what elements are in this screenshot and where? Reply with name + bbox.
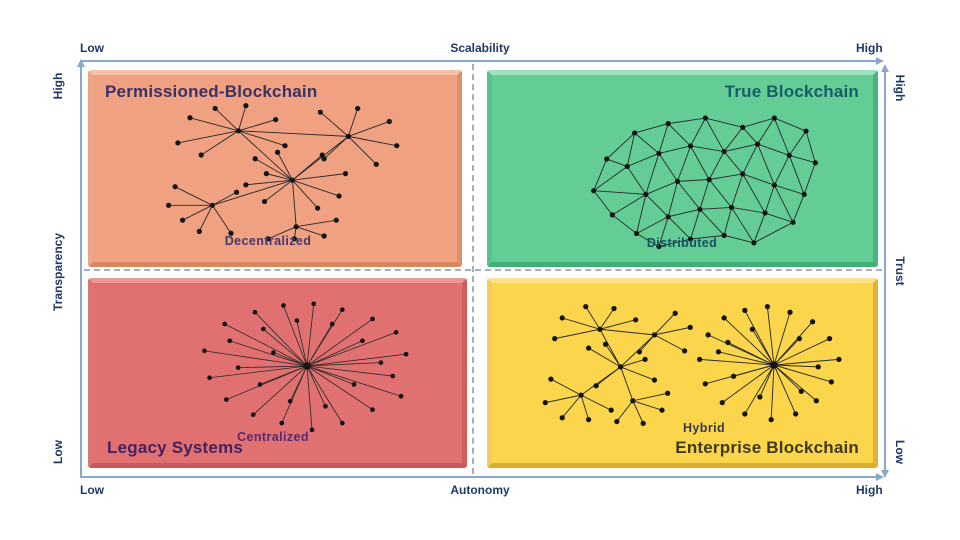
quadrant-true-blockchain: True Blockchain Distributed <box>487 70 878 267</box>
quadrant-title: Permissioned-Blockchain <box>105 82 318 101</box>
scalability-axis-line <box>80 60 877 62</box>
scalability-low-label: Low <box>80 41 104 55</box>
quadrant-title: Legacy Systems <box>107 438 244 457</box>
transparency-arrow-icon <box>77 59 85 67</box>
trust-axis-label: Trust <box>893 256 907 286</box>
transparency-low-label: Low <box>51 440 65 464</box>
quadrant-title: True Blockchain <box>724 82 859 101</box>
centralized-network-graphic <box>202 301 409 433</box>
autonomy-axis-line <box>80 476 877 478</box>
quadrant-enterprise-blockchain: Enterprise Blockchain Hybrid <box>487 278 878 468</box>
transparency-axis-label: Transparency <box>51 232 65 312</box>
trust-arrow-down-icon <box>881 470 889 478</box>
autonomy-axis-label: Autonomy <box>450 483 510 497</box>
autonomy-high-label: High <box>856 483 883 497</box>
trust-high-label: High <box>893 74 907 102</box>
scalability-axis-label: Scalability <box>450 41 510 55</box>
network-caption: Hybrid <box>683 421 725 435</box>
quadrant-legacy-systems: Legacy Systems Centralized <box>88 278 467 468</box>
trust-arrow-up-icon <box>881 64 889 72</box>
hybrid-network-graphic <box>542 304 842 426</box>
trust-axis-line <box>884 71 886 471</box>
distributed-network-graphic <box>591 115 818 250</box>
transparency-high-label: High <box>51 72 65 100</box>
network-caption: Decentralized <box>224 234 312 248</box>
quadrant-permissioned-blockchain: Permissioned-Blockchain Decentralized <box>88 70 462 267</box>
trust-low-label: Low <box>893 440 907 464</box>
network-caption: Distributed <box>646 236 718 250</box>
quadrant-title: Enterprise Blockchain <box>675 438 859 457</box>
decentralized-network-graphic <box>165 103 400 242</box>
scalability-arrow-icon <box>876 57 884 65</box>
horizontal-dashed-separator <box>84 269 882 271</box>
network-caption: Centralized <box>237 430 309 444</box>
transparency-axis-line <box>80 66 82 478</box>
autonomy-low-label: Low <box>80 483 104 497</box>
scalability-high-label: High <box>856 41 883 55</box>
autonomy-arrow-icon <box>876 473 884 481</box>
